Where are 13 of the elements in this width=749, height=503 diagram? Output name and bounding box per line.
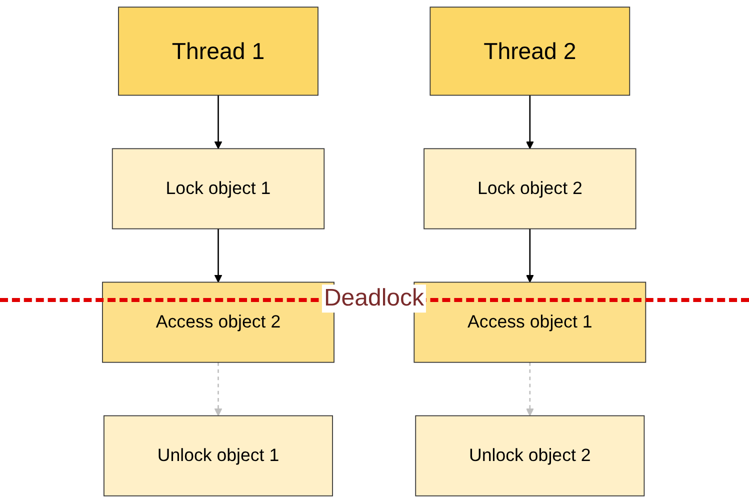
node-box: Lock object 2	[424, 148, 637, 230]
deadlock-label: Deadlock	[322, 284, 426, 313]
arrow	[526, 95, 534, 150]
node-box: Unlock object 2	[416, 415, 646, 496]
arrow	[214, 95, 223, 150]
arrow	[526, 228, 534, 283]
arrow	[214, 228, 223, 283]
node-box: Thread 2	[430, 6, 631, 96]
node-box: Lock object 1	[112, 148, 325, 230]
node-box: Unlock object 1	[104, 415, 334, 496]
arrow	[526, 362, 534, 416]
node-box: Thread 1	[118, 6, 319, 96]
arrow	[214, 362, 223, 416]
